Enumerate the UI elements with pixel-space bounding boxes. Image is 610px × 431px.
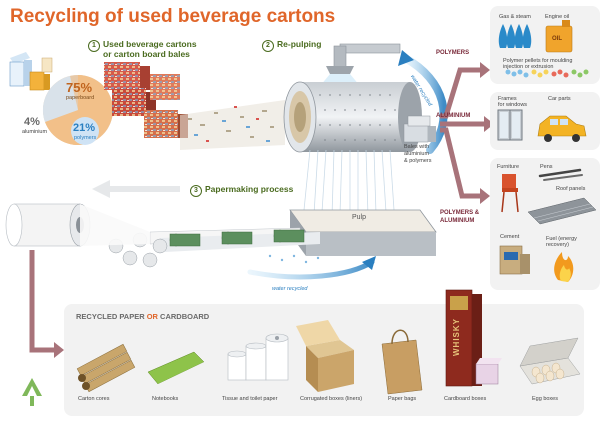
car-icon [537, 115, 587, 142]
output-arrows [29, 67, 486, 353]
output-polymers-aluminium-line2: ALUMINIUM [440, 218, 475, 224]
fuel-label-line1: Fuel (energy [546, 236, 577, 242]
item-notebooks: Notebooks [152, 396, 179, 402]
corrugated-box-icon [296, 320, 354, 392]
oil-can-icon [545, 20, 573, 53]
composition-pie [42, 75, 113, 145]
recycled-heading-cardboard: CARDBOARD [160, 312, 210, 321]
recycled-heading-or: OR [144, 312, 161, 321]
cement-bag-icon [499, 245, 530, 275]
output-polymers-label: POLYMERS [436, 50, 470, 56]
water-recycled-top-arrow [398, 50, 448, 154]
cement-label: Cement [500, 234, 520, 240]
oil-can-text: OIL [552, 36, 562, 42]
aluminium-label: aluminium [22, 129, 48, 135]
page-title: Recycling of used beverage cartons [10, 6, 336, 27]
polymer-pellets-icon [505, 69, 589, 78]
step-3-text: Papermaking process [205, 184, 294, 194]
polymers-percent: 21% [73, 122, 96, 134]
step-2-text: Re-pulping [277, 39, 322, 49]
pellets-label-line1: Polymer pellets for moulding [503, 58, 573, 64]
carton-cores-icon [76, 343, 136, 393]
furniture-label: Furniture [497, 164, 520, 170]
juice-carton-icon [29, 71, 50, 91]
aluminium-percent: 4% [24, 116, 40, 128]
step-1-number: 1 [88, 40, 100, 52]
paperboard-percent: 75% [66, 80, 93, 95]
papermaking-machine [5, 203, 320, 268]
item-egg-boxes: Egg boxes [532, 396, 558, 402]
frames-label-line2: for windows [498, 102, 528, 108]
gas-steam-label: Gas & steam [499, 14, 531, 20]
whisky-box-text: WHISKY [452, 318, 461, 356]
output-arrow-heads [54, 62, 494, 358]
paper-bag-icon [381, 329, 423, 395]
bales-label-line1: Bales with [404, 144, 430, 150]
bales-label-line3: & polymers [404, 158, 432, 164]
roof-panels-label: Roof panels [556, 186, 586, 192]
water-recycled-bottom-label: water recycled [272, 286, 308, 292]
pens-icon [538, 168, 583, 181]
paperboard-label: paperboard [66, 95, 95, 101]
step-2-number: 2 [262, 40, 274, 52]
bales-label-line2: aluminium [404, 151, 430, 157]
cream-carton-icon [41, 57, 53, 73]
car-parts-label: Car parts [548, 96, 571, 102]
fire-icon [554, 252, 574, 282]
pulp-label: Pulp [352, 214, 367, 221]
egg-box-icon [519, 337, 581, 385]
recycled-heading-paper: RECYCLED PAPER [76, 312, 145, 321]
aluminium-polymer-bales [403, 115, 436, 143]
milk-carton-icon [9, 52, 32, 87]
fuel-label-line2: recovery) [546, 242, 569, 248]
papermaking-arrow [92, 180, 180, 198]
output-polymers-aluminium-line1: POLYMERS & [440, 210, 480, 216]
water-recycled-bottom-arrow [247, 256, 376, 280]
item-paper-bags: Paper bags [388, 396, 417, 402]
tissue-rolls-icon [227, 333, 289, 381]
chair-icon [501, 174, 519, 213]
item-corrugated-boxes: Corrugated boxes (liners) [300, 396, 363, 402]
polymers-label: polymers [74, 135, 97, 141]
item-tissue: Tissue and toilet paper [222, 396, 278, 402]
falling-pulp-streams [303, 149, 395, 218]
shredded-carton-stream [180, 100, 285, 150]
pens-label: Pens [540, 164, 553, 170]
window-frame-icon [497, 109, 523, 141]
engine-oil-label: Engine oil [545, 14, 570, 20]
step-1-line1: Used beverage cartons [103, 39, 197, 49]
item-cardboard-boxes: Cardboard boxes [444, 396, 487, 402]
step-3-number: 3 [190, 185, 202, 197]
small-box-icon [475, 358, 502, 385]
pellets-label-line2: injection or extrusion [503, 64, 554, 70]
gas-flame-icons [498, 24, 532, 48]
recycling-logo [22, 378, 42, 406]
item-carton-cores: Carton cores [78, 396, 110, 402]
output-aluminium-label: ALUMINIUM [436, 113, 471, 119]
whisky-box-icon [445, 289, 482, 387]
carton-bales [104, 62, 188, 138]
recycled-heading: RECYCLED PAPER OR CARDBOARD [76, 312, 209, 321]
roof-panels-icon [527, 197, 597, 225]
step-1-line2: or carton board bales [103, 49, 190, 59]
frames-label-line1: Frames [498, 96, 517, 102]
notebook-icon [147, 351, 205, 388]
